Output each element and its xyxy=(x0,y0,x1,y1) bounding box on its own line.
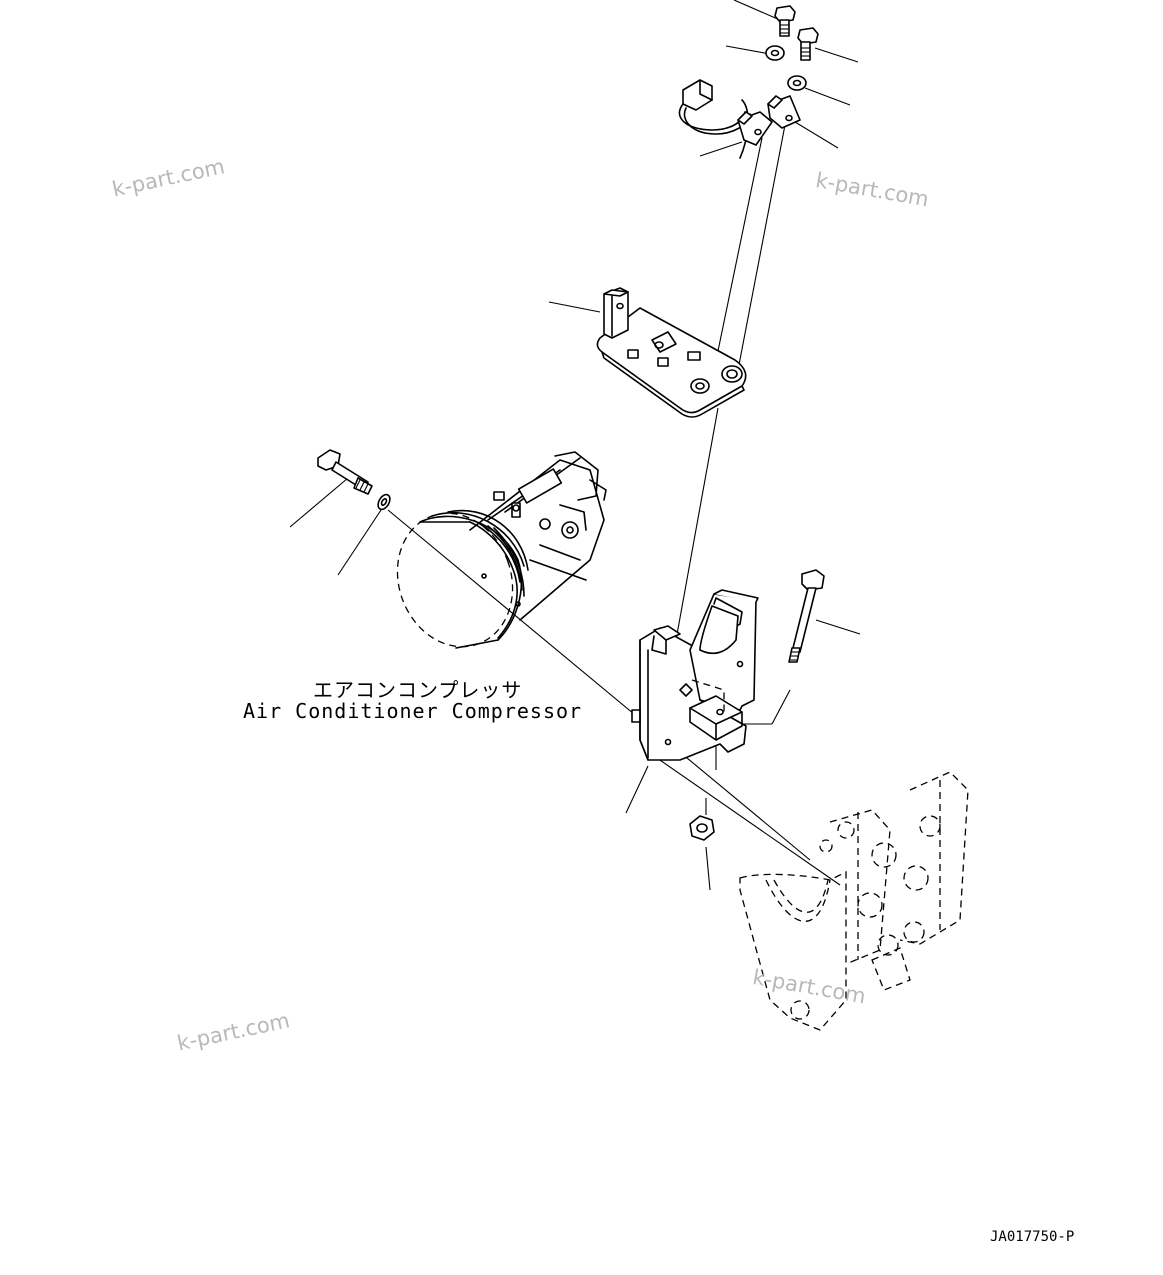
engine-mount-base xyxy=(739,771,969,1031)
compressor-washer xyxy=(377,493,391,511)
clip-2 xyxy=(767,95,801,129)
bolt-top-1 xyxy=(774,5,796,37)
compressor-label-japanese: エアコンコンプレッサ xyxy=(313,678,523,702)
upper-bracket xyxy=(596,287,747,418)
leader-lines xyxy=(289,0,861,891)
bracket-bolt xyxy=(788,569,825,663)
air-conditioner-compressor xyxy=(396,451,607,649)
clip-1 xyxy=(737,111,773,146)
lower-bracket xyxy=(631,589,759,761)
drawing-code: JA017750-P xyxy=(990,1229,1075,1245)
bolt-top-2 xyxy=(797,27,819,61)
compressor-bolt xyxy=(317,449,373,495)
assembly-lines xyxy=(387,124,841,886)
hex-nut xyxy=(689,815,715,841)
washer-top-2 xyxy=(787,75,807,91)
washer-top-1 xyxy=(765,45,785,61)
compressor-label-english: Air Conditioner Compressor xyxy=(243,699,583,723)
